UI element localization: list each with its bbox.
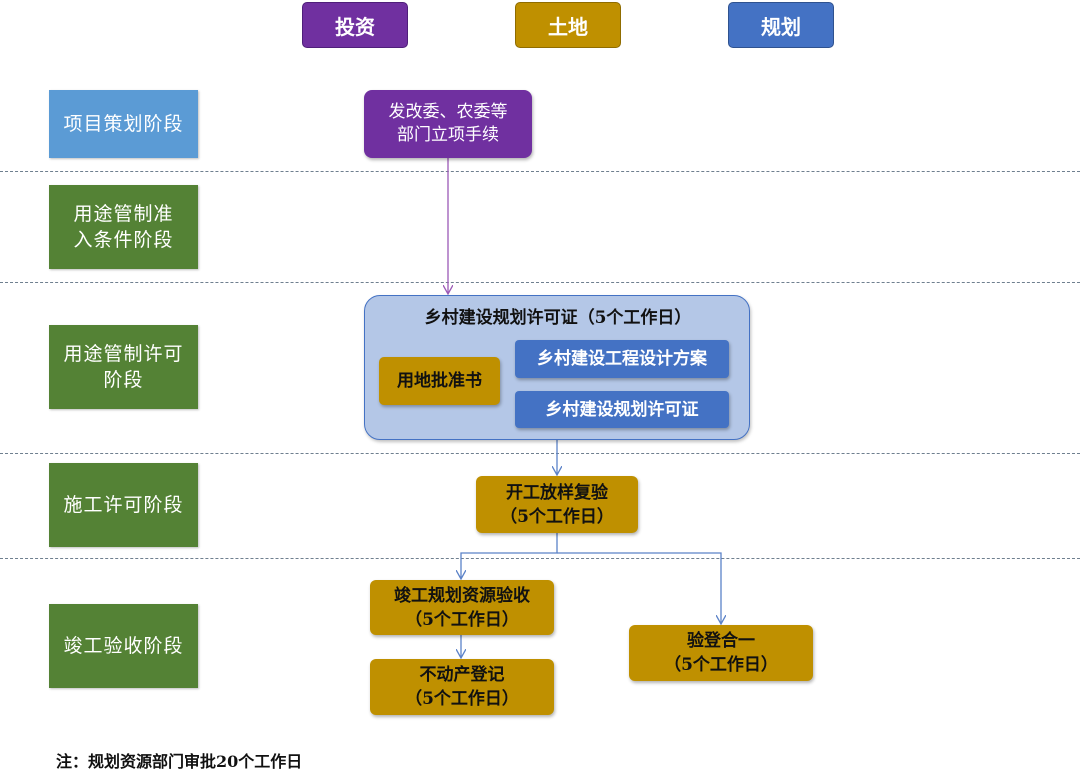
stage-completion-acceptance: 竣工验收阶段 (49, 604, 198, 688)
node-line: （5个工作日） (405, 609, 519, 630)
node-line: （5个工作日） (664, 655, 778, 675)
node-text: 乡村建设工程设计方案 (537, 349, 707, 369)
stage-divider (0, 558, 1080, 559)
node-project-approval: 发改委、农委等 部门立项手续 (364, 90, 532, 158)
node-layout-check: 开工放样复验 （5个工作日） (476, 476, 638, 533)
node-line: 发改委、农委等 (388, 102, 508, 122)
legend-land: 土地 (515, 2, 621, 48)
node-land-approval: 用地批准书 (379, 357, 500, 405)
node-line: 部门立项手续 (397, 125, 499, 145)
legend-planning: 规划 (728, 2, 834, 48)
node-combined-check: 验登合一 （5个工作日） (629, 625, 813, 681)
node-line: 验登合一 (687, 631, 755, 651)
node-line: 不动产登记 (419, 665, 505, 685)
legend-investment: 投资 (302, 2, 408, 48)
arrow-layout-to-combined (557, 552, 721, 623)
stage-label: 施工许可阶段 (63, 494, 184, 516)
stage-construction-permit: 施工许可阶段 (49, 463, 198, 547)
stage-divider (0, 171, 1080, 172)
node-planning-permit: 乡村建设规划许可证 (515, 391, 729, 428)
node-text: 乡村建设规划许可证 (545, 399, 699, 420)
node-line: （5个工作日） (500, 506, 614, 527)
node-text: 用地批准书 (397, 371, 482, 391)
stage-divider (0, 453, 1080, 454)
stage-label: 用途管制准入条件阶段 (73, 203, 174, 251)
stage-use-control-access: 用途管制准入条件阶段 (49, 185, 198, 269)
node-property-registration: 不动产登记 （5个工作日） (370, 659, 554, 715)
legend-land-label: 土地 (548, 14, 588, 39)
node-line: 竣工规划资源验收 (394, 585, 530, 606)
permit-group-title: 乡村建设规划许可证（5个工作日） (424, 308, 692, 328)
stage-divider (0, 282, 1080, 283)
legend-investment-label: 投资 (335, 14, 375, 39)
stage-project-planning: 项目策划阶段 (49, 90, 198, 158)
footnote: 注：规划资源部门审批20个工作日 (56, 752, 303, 771)
node-completion-check: 竣工规划资源验收 （5个工作日） (370, 580, 554, 635)
node-design-plan: 乡村建设工程设计方案 (515, 340, 729, 378)
node-line: 开工放样复验 (506, 482, 608, 503)
stage-label: 竣工验收阶段 (63, 635, 184, 657)
stage-use-control-permit: 用途管制许可阶段 (49, 325, 198, 409)
arrow-layout-branch (461, 533, 558, 578)
legend-planning-label: 规划 (761, 14, 801, 39)
node-line: （5个工作日） (405, 689, 519, 709)
stage-label: 用途管制许可阶段 (63, 343, 184, 391)
stage-label: 项目策划阶段 (63, 113, 184, 135)
